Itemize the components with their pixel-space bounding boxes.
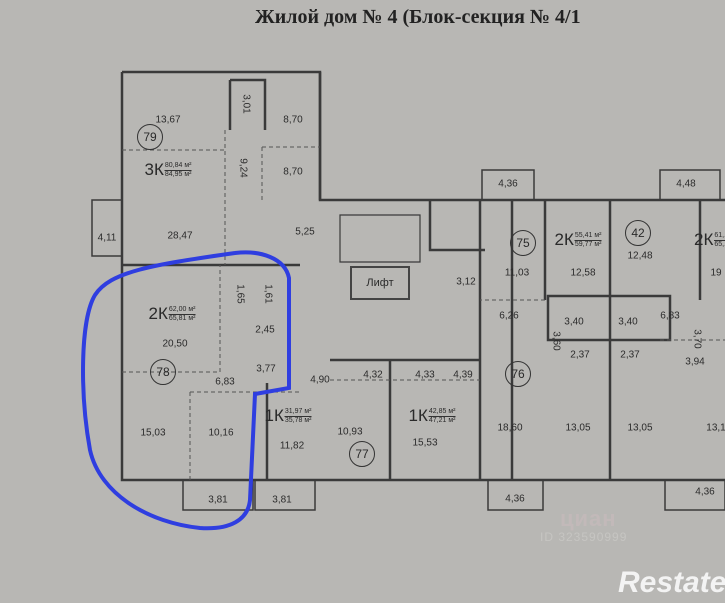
total-area: 65,... [714, 240, 725, 248]
watermark-brand: циан [560, 506, 617, 531]
room-area: 1,65 [234, 284, 246, 304]
room-area: 6,83 [660, 310, 680, 322]
balcony-area: 4,36 [695, 486, 715, 498]
room-area: 3,94 [685, 356, 705, 368]
room-area: 10,16 [208, 427, 234, 439]
apartment-type: 3К [144, 160, 164, 179]
room-area: 20,50 [162, 338, 188, 350]
room-area: 5,25 [295, 226, 315, 238]
apartment-number: 76 [505, 361, 531, 387]
total-area: 35,78 м² [284, 416, 312, 424]
lift: Лифт [350, 266, 410, 300]
room-dimension: 3,70 [691, 329, 703, 349]
room-area: 4,39 [453, 369, 473, 381]
balconies [91, 169, 725, 511]
apartment-type: 2К [554, 230, 574, 249]
room-area: 4,33 [415, 369, 435, 381]
room-area: 3,40 [564, 316, 584, 328]
room-dividers [122, 130, 725, 480]
room-area: 11,03 [504, 267, 530, 279]
total-area: 65,81 м² [168, 314, 196, 322]
apartment-type: 1К [264, 406, 284, 425]
apartment-number: 75 [510, 230, 536, 256]
room-area: 13,67 [155, 114, 181, 126]
room-area: 8,70 [283, 166, 303, 178]
highlight-outline [81, 250, 291, 531]
apartment-area-42: 2К61,...65,... [694, 230, 725, 250]
total-area: 59,77 м² [574, 240, 602, 248]
room-area: 4,11 [97, 232, 117, 244]
apartment-type: 2К [694, 230, 714, 249]
apartment-number: 79 [137, 124, 163, 150]
room-area: 2,45 [255, 324, 275, 336]
apartment-number: 42 [625, 220, 651, 246]
page-title: Жилой дом № 4 (Блок-секция № 4/1 [255, 6, 581, 28]
balcony-area: 4,36 [505, 493, 525, 505]
restate-logo: Restate [618, 566, 725, 599]
room-area: 10,93 [337, 426, 363, 438]
room-area: 3,77 [256, 363, 276, 375]
room-area: 3,12 [456, 276, 476, 288]
lift-label: Лифт [366, 277, 394, 289]
room-area: 15,53 [412, 437, 438, 449]
room-area: 12,48 [627, 250, 653, 262]
room-area: 2,37 [620, 349, 640, 361]
room-area: 18,60 [497, 422, 523, 434]
room-area: 19 [710, 267, 722, 279]
room-area: 13,1 [706, 422, 725, 434]
room-area: 2,37 [570, 349, 590, 361]
room-area: 6,26 [499, 310, 519, 322]
total-area: 84,95 м² [164, 170, 192, 178]
living-area: 62,00 м² [168, 305, 196, 315]
balcony-area: 4,36 [498, 178, 518, 190]
watermark-id: ID 323590999 [540, 530, 628, 544]
apartment-number: 77 [349, 441, 375, 467]
room-area: 6,83 [215, 376, 235, 388]
room-area: 12,58 [570, 267, 596, 279]
room-area: 13,05 [565, 422, 591, 434]
room-area: 9,24 [237, 158, 249, 178]
living-area: 55,41 м² [574, 231, 602, 241]
room-area: 4,90 [310, 374, 330, 386]
apartment-type: 2К [148, 304, 168, 323]
room-area: 28,47 [167, 230, 193, 242]
balcony-area: 3,81 [208, 494, 228, 506]
living-area: 31,97 м² [284, 407, 312, 417]
room-area: 3,01 [240, 94, 252, 114]
balcony-area: 4,48 [676, 178, 696, 190]
living-area: 61,... [714, 232, 725, 241]
living-area: 42,85 м² [428, 407, 456, 417]
room-area: 1,61 [262, 284, 274, 304]
total-area: 47,21 м² [428, 416, 456, 424]
room-area: 15,03 [140, 427, 166, 439]
room-dimension: 3,60 [550, 331, 562, 351]
living-area: 80,84 м² [164, 161, 192, 171]
balcony-area: 3,81 [272, 494, 292, 506]
room-area: 13,05 [627, 422, 653, 434]
room-area: 8,70 [283, 114, 303, 126]
apartment-number: 78 [150, 359, 176, 385]
room-area: 3,40 [618, 316, 638, 328]
room-area: 11,82 [279, 440, 305, 452]
apartment-type: 1К [408, 406, 428, 425]
room-area: 4,32 [363, 369, 383, 381]
